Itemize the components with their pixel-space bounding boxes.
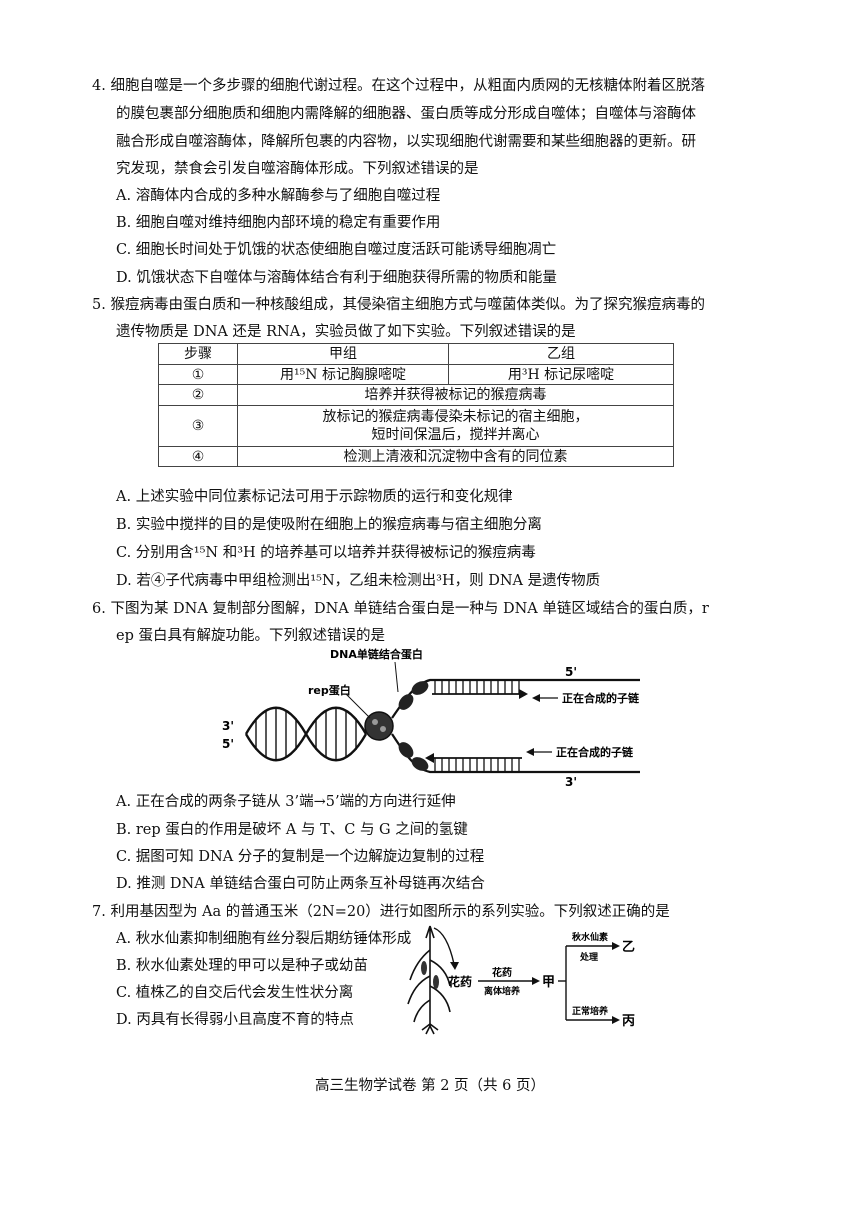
label-3prime-left: 3' [222, 719, 234, 733]
table-cell-line: 放标记的猴症病毒侵染未标记的宿主细胞， [322, 409, 589, 425]
q4-option-b[interactable]: B. 细胞自噬对维持细胞内部环境的稳定有重要作用 [116, 215, 441, 231]
corn-experiment-figure: 花药 花药 离体培养 甲 秋水仙素 处理 乙 正常培养 丙 [407, 925, 635, 1035]
table-row: ③ 放标记的猴症病毒侵染未标记的宿主细胞， 短时间保温后，搅拌并离心 [158, 405, 674, 447]
q6-option-a[interactable]: A. 正在合成的两条子链从 3’端→5’端的方向进行延伸 [116, 794, 456, 810]
rep-label: rep蛋白 [308, 683, 351, 697]
q4-stem-line-4: 究发现，禁食会引发自噬溶酶体形成。下列叙述错误的是 [116, 161, 479, 177]
anther-label: 花药 [448, 974, 472, 989]
label-5prime-top: 5' [565, 665, 577, 679]
q5-stem-line-1: 5. 猴痘病毒由蛋白质和一种核酸组成，其侵染宿主细胞方式与噬菌体类似。为了探究猴… [92, 297, 705, 313]
q4-stem-line-3: 融合形成自噬溶酶体，降解所包裹的内容物，以实现细胞代谢需要和某些细胞器的更新。研 [116, 134, 696, 150]
experiment-steps-table: 步骤 甲组 乙组 ① 用¹⁵N 标记胸腺嘧啶 用³H 标记尿嘧啶 ② 培养并获得… [158, 343, 674, 467]
q5-option-b[interactable]: B. 实验中搅拌的目的是使吸附在细胞上的猴痘病毒与宿主细胞分离 [116, 517, 542, 533]
normal-culture-label: 正常培养 [572, 1005, 608, 1017]
q6-option-c[interactable]: C. 据图可知 DNA 分子的复制是一个边解旋边复制的过程 [116, 849, 485, 865]
table-cell-merged: 培养并获得被标记的猴痘病毒 [237, 384, 674, 406]
label-3prime-bottom: 3' [565, 775, 577, 788]
q7-stem: 7. 利用基因型为 Aa 的普通玉米（2N=20）进行如图所示的系列实验。下列叙… [92, 904, 670, 920]
q7-option-b[interactable]: B. 秋水仙素处理的甲可以是种子或幼苗 [116, 958, 368, 974]
q7-option-a[interactable]: A. 秋水仙素抑制细胞有丝分裂后期纺锤体形成 [116, 931, 412, 947]
yi-label: 乙 [622, 940, 635, 955]
q6-stem-line-1: 6. 下图为某 DNA 复制部分图解，DNA 单链结合蛋白是一种与 DNA 单链… [92, 601, 709, 617]
table-row: ② 培养并获得被标记的猴痘病毒 [158, 384, 674, 406]
q4-option-d[interactable]: D. 饥饿状态下自噬体与溶酶体结合有利于细胞获得所需的物质和能量 [116, 270, 557, 286]
bing-label: 丙 [622, 1014, 635, 1029]
colchicine-label-top: 秋水仙素 [571, 931, 608, 943]
dna-replication-figure: DNA单链结合蛋白 rep蛋白 5' 3' 5' 3' 正在合成的子链 正在合成… [222, 647, 640, 788]
jia-label: 甲 [542, 975, 555, 990]
ssb-label: DNA单链结合蛋白 [330, 647, 423, 661]
table-row: ④ 检测上清液和沉淀物中含有的同位素 [158, 446, 674, 467]
q4-option-a[interactable]: A. 溶酶体内合成的多种水解酶参与了细胞自噬过程 [116, 188, 441, 204]
q7-option-d[interactable]: D. 丙具有长得弱小且高度不育的特点 [116, 1012, 354, 1028]
table-header-group-yi: 乙组 [448, 343, 674, 365]
daughter-strand-label-top: 正在合成的子链 [562, 691, 640, 705]
table-cell-step: ③ [158, 405, 238, 447]
table-cell-step: ① [158, 364, 238, 385]
colchicine-label-bottom: 处理 [579, 951, 598, 963]
q6-option-d[interactable]: D. 推测 DNA 单链结合蛋白可防止两条互补母链再次结合 [116, 876, 485, 892]
q4-option-c[interactable]: C. 细胞长时间处于饥饿的状态使细胞自噬过度活跃可能诱导细胞凋亡 [116, 242, 557, 258]
corn-plant-icon [407, 925, 451, 1035]
table-cell-step: ④ [158, 446, 238, 467]
page-footer: 高三生物学试卷 第 2 页（共 6 页） [315, 1078, 545, 1094]
table-cell-step: ② [158, 384, 238, 406]
label-5prime-left: 5' [222, 737, 234, 751]
q4-stem-line-2: 的膜包裹部分细胞质和细胞内需降解的细胞器、蛋白质等成分形成自噬体；自噬体与溶酶体 [116, 106, 696, 122]
table-header-step: 步骤 [158, 343, 238, 365]
q5-option-c[interactable]: C. 分别用含¹⁵N 和³H 的培养基可以培养并获得被标记的猴痘病毒 [116, 545, 536, 561]
anther-culture-label-top: 花药 [492, 966, 512, 979]
q6-stem-line-2: ep 蛋白具有解旋功能。下列叙述错误的是 [116, 628, 385, 644]
q5-option-a[interactable]: A. 上述实验中同位素标记法可用于示踪物质的运行和变化规律 [116, 489, 513, 505]
table-cell-yi: 用³H 标记尿嘧啶 [448, 364, 674, 385]
table-cell-merged: 放标记的猴症病毒侵染未标记的宿主细胞， 短时间保温后，搅拌并离心 [237, 405, 674, 447]
table-header-group-jia: 甲组 [237, 343, 449, 365]
rep-protein-shape [364, 711, 394, 741]
q5-option-d[interactable]: D. 若④子代病毒中甲组检测出¹⁵N，乙组未检测出³H，则 DNA 是遗传物质 [116, 573, 601, 589]
q7-option-c[interactable]: C. 植株乙的自交后代会发生性状分离 [116, 985, 354, 1001]
table-row: ① 用¹⁵N 标记胸腺嘧啶 用³H 标记尿嘧啶 [158, 364, 674, 385]
table-header-row: 步骤 甲组 乙组 [158, 343, 674, 365]
table-cell-jia: 用¹⁵N 标记胸腺嘧啶 [237, 364, 449, 385]
q6-option-b[interactable]: B. rep 蛋白的作用是破坏 A 与 T、C 与 G 之间的氢键 [116, 822, 468, 838]
q5-stem-line-2: 遗传物质是 DNA 还是 RNA，实验员做了如下实验。下列叙述错误的是 [116, 324, 576, 340]
table-cell-merged: 检测上清液和沉淀物中含有的同位素 [237, 446, 674, 467]
anther-culture-label-bottom: 离体培养 [484, 985, 520, 997]
daughter-strand-label-bottom: 正在合成的子链 [556, 745, 634, 759]
q4-stem-line-1: 4. 细胞自噬是一个多步骤的细胞代谢过程。在这个过程中，从粗面内质网的无核糖体附… [92, 78, 705, 94]
table-cell-line: 短时间保温后，搅拌并离心 [371, 427, 540, 443]
